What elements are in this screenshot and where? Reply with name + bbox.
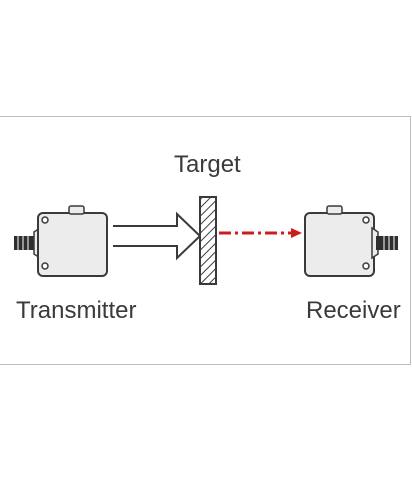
transmitter-label: Transmitter (16, 297, 137, 324)
dash-dot-beam-line (219, 228, 302, 238)
hollow-arrow-icon (113, 211, 202, 261)
sensor-transmitter-icon (14, 205, 108, 277)
target-label: Target (174, 151, 241, 178)
hatched-target-icon (199, 196, 217, 285)
sensor-receiver-icon (304, 205, 398, 277)
receiver-label: Receiver (306, 297, 401, 324)
